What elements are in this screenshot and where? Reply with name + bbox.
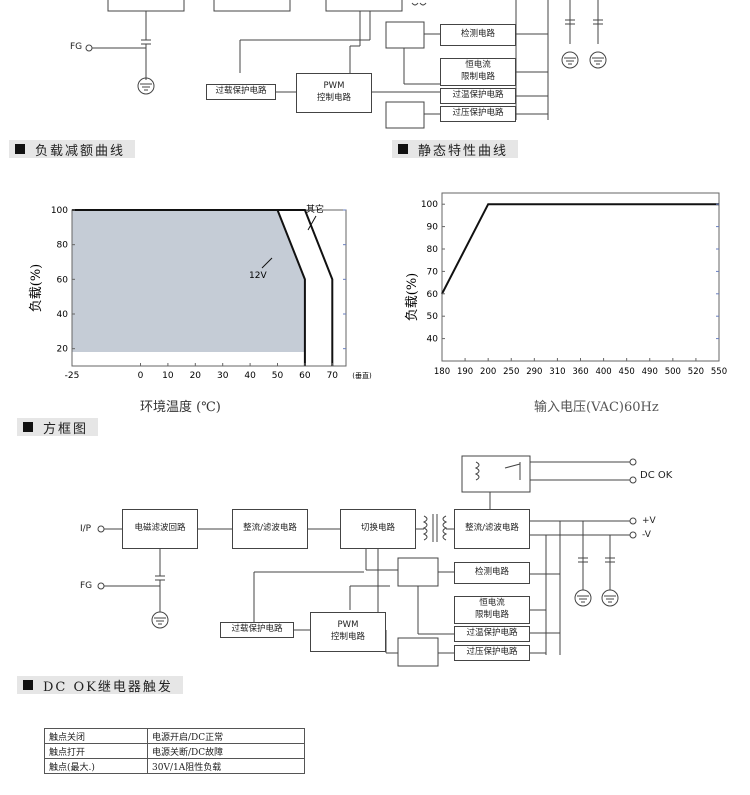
derating-xlabel: 环境温度 (℃): [140, 400, 221, 415]
y-tick-label: 60: [427, 290, 439, 300]
table-cell: 电源开启/DC正常: [147, 728, 305, 744]
x-tick-label: -25: [65, 371, 80, 381]
top-fg-label: FG: [70, 42, 83, 52]
table-row: 触点打开 电源关断/DC故障: [44, 743, 305, 759]
olp-box: 过载保护电路: [220, 622, 294, 638]
cc-limit-box: 恒电流 限制电路: [454, 596, 530, 624]
emi-filter-box: 电磁滤波回路: [122, 509, 198, 549]
otp-box: 过温保护电路: [454, 626, 530, 642]
table-row: 触点(最大.) 30V/1A阻性负载: [44, 758, 305, 774]
detect-box: 检测电路: [454, 562, 530, 584]
static-xlabel: 输入电压(VAC)60Hz: [534, 400, 659, 415]
derating-header-text: 负载减额曲线: [35, 143, 126, 159]
x-tick-label: 70: [327, 371, 339, 381]
vminus-label: -V: [642, 530, 651, 540]
x-tick-label: 60: [299, 371, 311, 381]
block-diagram-wires: [97, 455, 637, 667]
x-tick-label: 500: [665, 367, 681, 377]
fg-label: FG: [80, 581, 93, 591]
table-cell: 触点关闭: [44, 728, 148, 744]
series-label-12v: 12V: [249, 271, 267, 281]
x-tick-label: 190: [457, 367, 473, 377]
series-12v-area: [72, 210, 305, 366]
ip-label: I/P: [80, 524, 92, 534]
baseline-band: [72, 352, 305, 366]
top-cc-limit-box: 恒电流 限制电路: [440, 58, 516, 86]
series-line-1: [72, 209, 334, 366]
y-axis-label: 负载(%): [405, 273, 420, 322]
x-tick-label: 30: [217, 371, 229, 381]
static-header: 静态特性曲线: [392, 140, 519, 159]
rectifier-filter-box-1: 整流/滤波电路: [232, 509, 308, 549]
x-tick-label: 450: [619, 367, 635, 377]
x-tick-label: 180: [434, 367, 450, 377]
block-header: 方框图: [17, 418, 99, 437]
y-tick-label: 90: [427, 223, 439, 233]
x-tick-label: 200: [480, 367, 496, 377]
static-header-text: 静态特性曲线: [418, 143, 509, 159]
top-diagram-wires: [85, 0, 607, 129]
series-label-pointer-12v: [261, 257, 273, 269]
dcok-label: DC OK: [640, 470, 673, 481]
table-row: 触点关闭 电源开启/DC正常: [44, 728, 305, 744]
switching-box: 切换电路: [340, 509, 416, 549]
derating-chart: -25 0 10 20 30 40 50 60 70 20 40 60 80 100 (垂直) 负载(%) 12…: [29, 203, 372, 381]
table-cell: 触点(最大.): [44, 758, 148, 774]
y-tick-label: 50: [427, 312, 439, 322]
table-cell: 30V/1A阻性负载: [147, 758, 305, 774]
x-tick-label: 0: [138, 371, 144, 381]
series-label-other: 其它: [306, 203, 324, 215]
y-tick-label: 100: [421, 200, 438, 210]
x-tick-label: 310: [549, 367, 565, 377]
top-olp-box: 过载保护电路: [206, 84, 276, 100]
y-tick-label: 80: [57, 241, 69, 251]
table-cell: 电源关断/DC故障: [147, 743, 305, 759]
x-tick-label: 40: [244, 371, 256, 381]
x-tick-label: 250: [503, 367, 519, 377]
x-tick-label: 550: [711, 367, 727, 377]
x-tick-label: 10: [162, 371, 174, 381]
x-tick-label: 360: [572, 367, 588, 377]
y-tick-label: 70: [427, 267, 439, 277]
x-tick-label: 400: [595, 367, 611, 377]
dcok-header: DC OK继电器触发: [17, 676, 183, 695]
plot-frame: [441, 192, 720, 362]
derating-header: 负载减额曲线: [9, 140, 136, 159]
bullet-square-icon: [398, 144, 408, 154]
bullet-square-icon: [23, 680, 33, 690]
bullet-square-icon: [15, 144, 25, 154]
x-tick-label: 20: [190, 371, 202, 381]
x-tick-label: 290: [526, 367, 542, 377]
y-axis-label: 负载(%): [29, 264, 44, 313]
y-tick-label: 100: [51, 206, 68, 216]
bullet-square-icon: [23, 422, 33, 432]
series-label-pointer-other: [307, 215, 317, 231]
y-tick-label: 40: [427, 335, 439, 345]
top-otp-box: 过温保护电路: [440, 88, 516, 104]
dcok-table: 触点关闭 电源开启/DC正常 触点打开 电源关断/DC故障 触点(最大.) 30…: [44, 728, 305, 774]
top-ovp-box: 过压保护电路: [440, 106, 516, 122]
x-tick-label: 520: [688, 367, 704, 377]
ovp-box: 过压保护电路: [454, 645, 530, 661]
dcok-header-text: DC OK继电器触发: [43, 679, 173, 695]
static-chart: 180 190 200 250 290 310 360 400 450 490 500 520 550 4…: [405, 192, 727, 377]
y-tick-label: 40: [57, 310, 69, 320]
x-tick-label: 50: [272, 371, 284, 381]
table-cell: 触点打开: [44, 743, 148, 759]
rectifier-filter-box-2: 整流/滤波电路: [454, 509, 530, 549]
series-line: [441, 203, 719, 295]
pwm-box: PWM 控制电路: [310, 612, 386, 652]
x-unit-label: (垂直): [352, 371, 372, 380]
top-pwm-box: PWM 控制电路: [296, 73, 372, 113]
y-tick-label: 20: [57, 345, 69, 355]
x-tick-label: 490: [642, 367, 658, 377]
top-detect-box: 检测电路: [440, 24, 516, 46]
vplus-label: +V: [642, 516, 656, 526]
y-tick-label: 80: [427, 245, 439, 255]
y-tick-label: 60: [57, 275, 69, 285]
block-header-text: 方框图: [43, 421, 89, 437]
